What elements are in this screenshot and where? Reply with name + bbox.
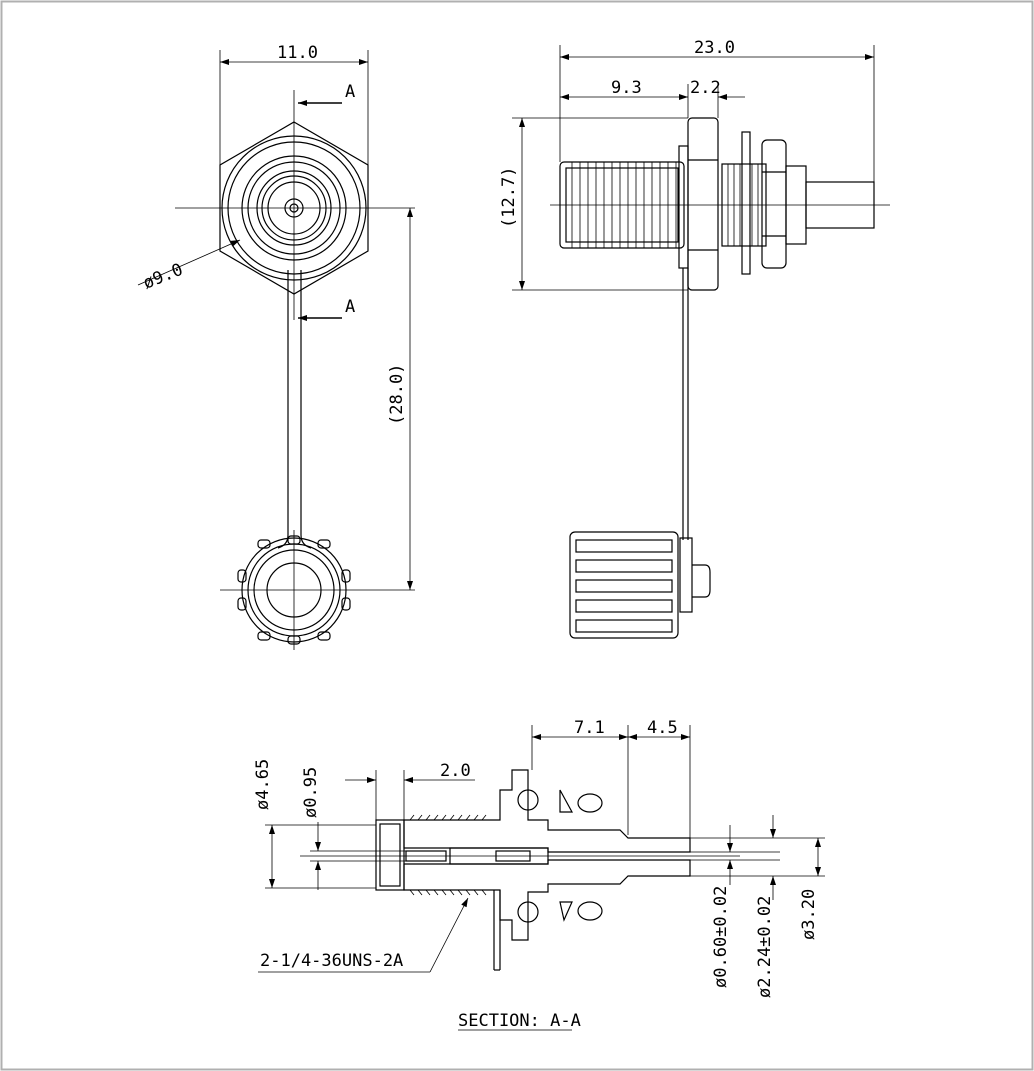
- front-view: 11.0 A A ø9.0 (28.0): [137, 43, 415, 650]
- section-dia-0-95: ø0.95: [301, 767, 321, 818]
- section-dia-2-24: ø2.24±0.02: [755, 896, 775, 998]
- side-view: 23.0 9.3 2.2 (12.7): [499, 38, 890, 639]
- front-width-dim: 11.0: [277, 43, 318, 63]
- section-view: 7.1 4.5 2.0 ø4.65 ø0.95 ø0.60±0.02 ø2.24…: [253, 718, 825, 1031]
- thread-length-dim: 9.3: [611, 78, 642, 98]
- section-dia-4-65: ø4.65: [253, 759, 273, 810]
- section-dim-2-0: 2.0: [440, 761, 471, 781]
- thread-callout: 2-1/4-36UNS-2A: [260, 951, 403, 971]
- section-mark-bottom: A: [345, 297, 355, 317]
- height-dim: (12.7): [499, 167, 519, 228]
- front-diameter-dim: ø9.0: [140, 260, 185, 294]
- lanyard-length-dim: (28.0): [387, 364, 407, 425]
- section-title: SECTION: A-A: [458, 1011, 581, 1031]
- section-dim-7-1: 7.1: [574, 718, 605, 738]
- section-dia-3-20: ø3.20: [799, 889, 819, 940]
- section-dim-4-5: 4.5: [647, 718, 678, 738]
- overall-length-dim: 23.0: [694, 38, 735, 58]
- section-mark-top: A: [345, 82, 355, 102]
- flange-dim: 2.2: [690, 78, 721, 98]
- section-dia-0-60: ø0.60±0.02: [711, 886, 731, 988]
